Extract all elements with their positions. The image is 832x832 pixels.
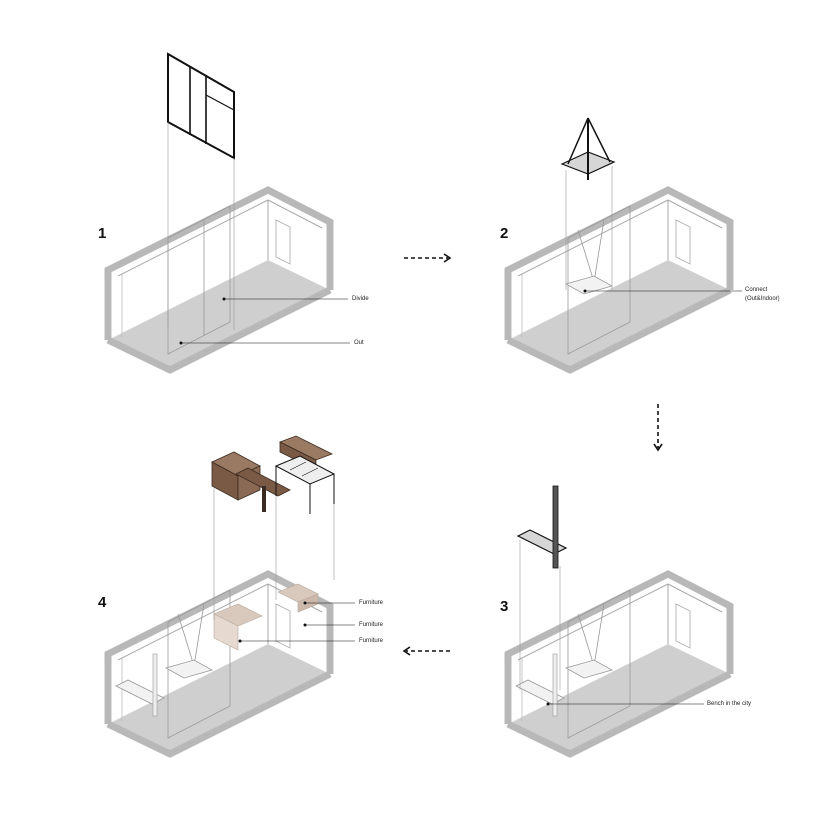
leader-divide [222,297,348,301]
leader-connect [583,289,742,293]
arrow-down-icon [653,403,663,451]
arrow-left-icon [403,646,451,656]
label-furniture-2: Furniture [359,622,384,628]
step-number-1: 1 [98,225,107,242]
label-bench-in-the-city: Bench in the city [707,701,752,707]
furniture-elements [211,435,336,620]
step-number-3: 3 [500,598,509,615]
room-3 [508,574,730,754]
leader-out [179,341,350,345]
window-element [167,52,235,330]
step-number-2: 2 [500,225,509,242]
leader-furniture-1 [303,601,355,605]
label-connect: Connect [745,287,768,293]
leader-bench [546,702,704,706]
leader-furniture-3 [238,639,355,643]
arrow-right-icon [403,253,451,263]
bench-element [516,485,568,690]
swing-element [560,117,616,290]
label-furniture-1: Furniture [359,600,384,606]
label-out: Out [354,340,364,346]
leader-furniture-2 [303,623,355,627]
room-2 [508,190,730,370]
label-out-indoor: (Out&Indoor) [745,296,780,302]
step-number-4: 4 [98,594,107,611]
label-furniture-3: Furniture [359,638,384,644]
room-4 [108,574,330,754]
label-divide: Divide [352,296,369,302]
